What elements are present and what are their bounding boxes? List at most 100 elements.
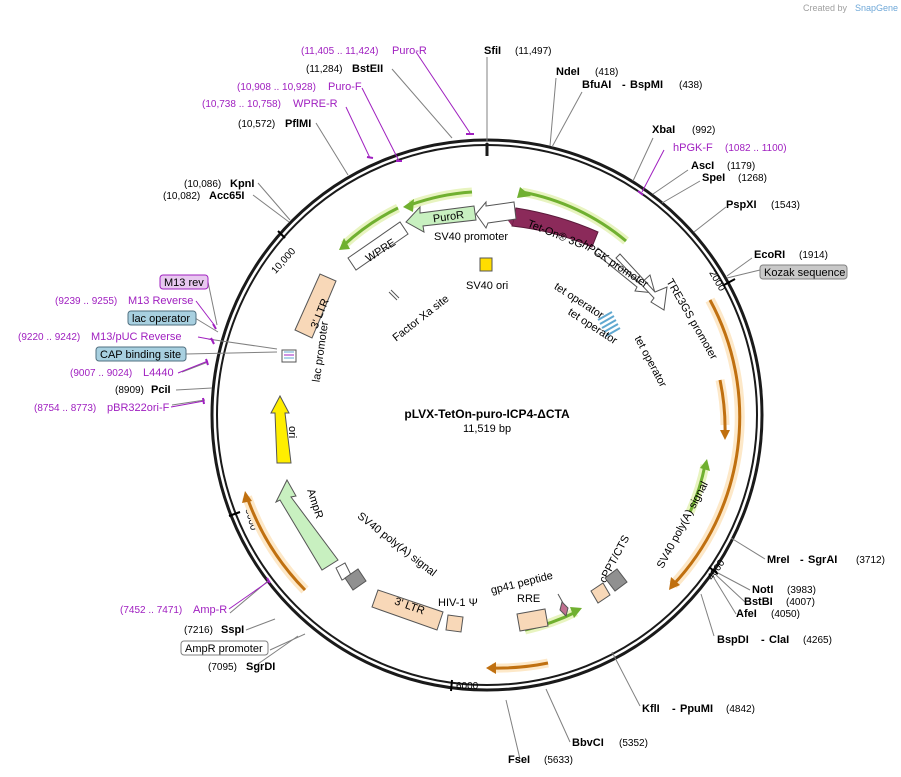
enzyme-mrei-sgrai[interactable]: MreI - SgrAI (3712) [767,554,885,566]
feature-kozak-sequence[interactable]: Kozak sequence [759,264,848,280]
ampr-arrow [274,478,339,571]
orf-arc-top-left [342,206,399,247]
orf-arc-left-head [242,491,252,503]
enzyme-acc65i[interactable]: (10,082) Acc65I [163,190,244,202]
enzyme-noti[interactable]: NotI (3983) [752,584,816,596]
primer-pos: (8754 .. 8773) [34,403,96,414]
feature-m13-rev[interactable]: M13 rev [159,274,209,290]
ampr-label: AmpR [304,487,325,520]
enzyme-sgrdi[interactable]: (7095) SgrDI [208,661,275,673]
enzyme-name: BstBI [744,596,773,608]
enzyme-spei[interactable]: SpeI (1268) [702,172,767,184]
primer-pos: (10,908 .. 10,928) [237,82,316,93]
tre3gs-promoter-arrow [615,253,668,311]
orf-arc-bottom-green-head [570,607,582,618]
enzyme-pos: (992) [692,125,715,136]
enzyme-bfuai-bspmi[interactable]: BfuAI - BspMI (438) [582,79,702,91]
primer-puro-r[interactable]: (11,405 .. 11,424) Puro-R [301,45,427,57]
hpgk-promoter-label: hPGK promoter [580,239,651,291]
enzyme-pos: (7216) [184,625,213,636]
orf-arc-top-left-head [339,238,350,250]
enzyme-name: SpeI [702,172,725,184]
enzyme-pos: (4842) [726,704,755,715]
enzyme-fsei[interactable]: FseI (5633) [508,754,573,766]
wpre-box [347,221,409,271]
enzyme-kfli-ppumi[interactable]: KflI - PpuMI (4842) [642,703,755,715]
factor-xa-marker [388,289,400,301]
enzyme-separator: - [622,79,626,91]
primer-pos: (9220 .. 9242) [18,332,80,343]
enzyme-pos: (5633) [544,755,573,766]
ori-arrow [270,394,292,464]
enzyme-separator: - [672,703,676,715]
enzyme-pcii[interactable]: (8909) PciI [115,384,171,396]
tet-on-3g-arrow [511,207,599,248]
enzyme-pflmi[interactable]: (10,572) PflMI [238,118,311,130]
enzyme-name: PciI [151,384,171,396]
enzyme-name: XbaI [652,124,675,136]
enzyme-pspxi[interactable]: PspXI (1543) [726,199,800,211]
m13rev-box [159,274,209,290]
enzyme-ecori[interactable]: EcoRI (1914) [754,249,828,261]
lac-operator-box [127,310,197,326]
primer-name: M13/pUC Reverse [91,331,181,343]
enzyme-asci[interactable]: AscI (1179) [691,160,755,172]
sv40-polya-right-box [604,568,628,592]
primer-puro-f[interactable]: (10,908 .. 10,928) Puro-F [237,81,362,93]
enzyme-kpni[interactable]: (10,086) KpnI [184,178,254,190]
feature-ampr-promoter[interactable]: AmpR promoter [180,640,269,656]
primer-pos: (9239 .. 9255) [55,296,117,307]
enzyme-separator: - [800,554,804,566]
enzyme-name: Acc65I [209,190,244,202]
tick-6000: 6000 [450,679,479,692]
enzyme-bspdi-clai[interactable]: BspDI - ClaI (4265) [717,634,832,646]
enzyme-afei[interactable]: AfeI (4050) [736,608,800,620]
orf-arc-right-green-head [700,459,710,471]
enzyme-name: PspXI [726,199,757,211]
orf-arc-right [671,299,742,587]
enzyme-sfii[interactable]: SfiI (11,497) [484,45,552,57]
primer-m13-puc-reverse[interactable]: (9220 .. 9242) M13/pUC Reverse [18,331,181,343]
enzyme-pos: (10,082) [163,191,200,202]
feature-lac-operator[interactable]: lac operator [127,310,197,326]
sv40-polya-left-label: SV40 poly(A) signal [355,510,439,579]
enzyme-name: NotI [752,584,773,596]
sv40-promoter-arrow [475,200,517,230]
enzyme-ndei[interactable]: NdeI (418) [556,66,618,78]
credit-brand: SnapGene [855,3,898,13]
primer-marks [202,133,644,584]
primer-name: Puro-F [328,81,362,93]
enzyme-pos: (11,497) [515,46,552,57]
primer-hpgk-f[interactable]: hPGK-F (1082 .. 1100) [673,142,787,154]
feature-cap-binding-site[interactable]: CAP binding site [95,346,187,362]
enzyme-bbvci[interactable]: BbvCI (5352) [572,737,648,749]
primer-m13-reverse[interactable]: (9239 .. 9255) M13 Reverse [55,295,193,307]
orf-arc-left [245,496,307,592]
enzyme-pos: (4265) [803,635,832,646]
primer-amp-r[interactable]: (7452 .. 7471) Amp-R [120,604,227,616]
enzyme-name: KflI [642,703,660,715]
puror-arrow [405,205,477,233]
enzyme-name-2: PpuMI [680,703,713,715]
primer-pos: (9007 .. 9024) [70,368,132,379]
primer-pbr322ori-f[interactable]: (8754 .. 8773) pBR322ori-F [34,402,170,414]
primer-wpre-r[interactable]: (10,738 .. 10,758) WPRE-R [202,98,338,110]
plasmid-title: pLVX-TetOn-puro-ICP4-ΔCTA [404,407,570,421]
sv40-ori-label: SV40 ori [466,280,508,292]
factor-xa-label: Factor Xa site [391,293,452,344]
enzyme-bstbi[interactable]: BstBI (4007) [744,596,815,608]
ampr-promoter-label: AmpR promoter [185,643,263,655]
enzyme-name: FseI [508,754,530,766]
enzyme-separator: - [761,634,765,646]
kozak-label: Kozak sequence [764,267,845,279]
enzyme-xbai[interactable]: XbaI (992) [652,124,715,136]
enzyme-sspi[interactable]: (7216) SspI [184,624,244,636]
primer-l4440[interactable]: (9007 .. 9024) L4440 [70,367,174,379]
orf-arc-bottom-orange-head [486,662,496,674]
enzyme-bsteii[interactable]: (11,284) BstEII [306,63,383,75]
enzyme-pos: (3983) [787,585,816,596]
enzyme-pos: (438) [679,80,702,91]
primer-pos: (10,738 .. 10,758) [202,99,281,110]
primer-name: M13 Reverse [128,295,193,307]
enzyme-pos: (1179) [727,161,755,172]
